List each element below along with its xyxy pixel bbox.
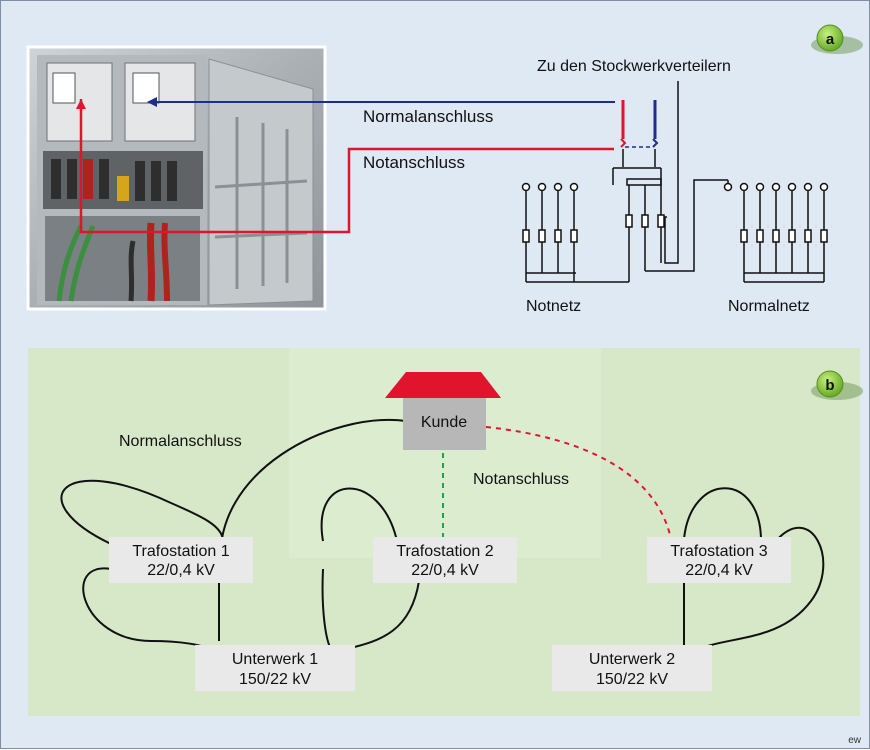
emergency-connection-line — [76, 99, 614, 234]
svg-text:Unterwerk 1: Unterwerk 1 — [232, 651, 318, 668]
trafostation-3: Trafostation 3 22/0,4 kV — [647, 537, 791, 583]
trafostation-1: Trafostation 1 22/0,4 kV — [109, 537, 253, 583]
label-stockwerkverteiler: Zu den Stockwerkverteilern — [537, 58, 731, 75]
svg-text:a: a — [826, 31, 835, 48]
svg-text:22/0,4 kV: 22/0,4 kV — [147, 562, 215, 579]
svg-text:b: b — [825, 377, 834, 394]
customer-house: Kunde — [385, 372, 501, 450]
svg-text:Trafostation 2: Trafostation 2 — [396, 543, 493, 560]
svg-text:Unterwerk 2: Unterwerk 2 — [589, 651, 675, 668]
panel-a: Normalanschluss Notanschluss Zu den Stoc… — [26, 24, 863, 315]
label-notanschluss-a: Notanschluss — [363, 153, 465, 172]
trafostation-2: Trafostation 2 22/0,4 kV — [373, 537, 517, 583]
label-kunde: Kunde — [421, 414, 467, 431]
label-notanschluss-b: Notanschluss — [473, 471, 569, 488]
svg-text:22/0,4 kV: 22/0,4 kV — [411, 562, 479, 579]
label-normalnetz: Normalnetz — [728, 298, 810, 315]
label-normalanschluss-a: Normalanschluss — [363, 107, 493, 126]
unterwerk-2: Unterwerk 2 150/22 kV — [552, 645, 712, 691]
badge-b: b — [811, 370, 863, 400]
normal-connection-line — [147, 97, 615, 107]
unterwerk-1: Unterwerk 1 150/22 kV — [195, 645, 355, 691]
label-notnetz: Notnetz — [526, 298, 581, 315]
badge-a: a — [811, 24, 863, 54]
svg-text:Trafostation 3: Trafostation 3 — [670, 543, 767, 560]
svg-text:Trafostation 1: Trafostation 1 — [132, 543, 229, 560]
emergency-dashed-link — [485, 426, 672, 540]
svg-text:150/22 kV: 150/22 kV — [596, 671, 668, 688]
cabinet-photo — [26, 45, 327, 311]
footer-credit: ew — [848, 735, 861, 746]
svg-text:22/0,4 kV: 22/0,4 kV — [685, 562, 753, 579]
label-normalanschluss-b: Normalanschluss — [119, 433, 242, 450]
switchgear-schematic — [521, 81, 829, 283]
panel-b: Kunde Normalanschluss Notanschluss Trafo… — [28, 348, 863, 716]
svg-text:150/22 kV: 150/22 kV — [239, 671, 311, 688]
